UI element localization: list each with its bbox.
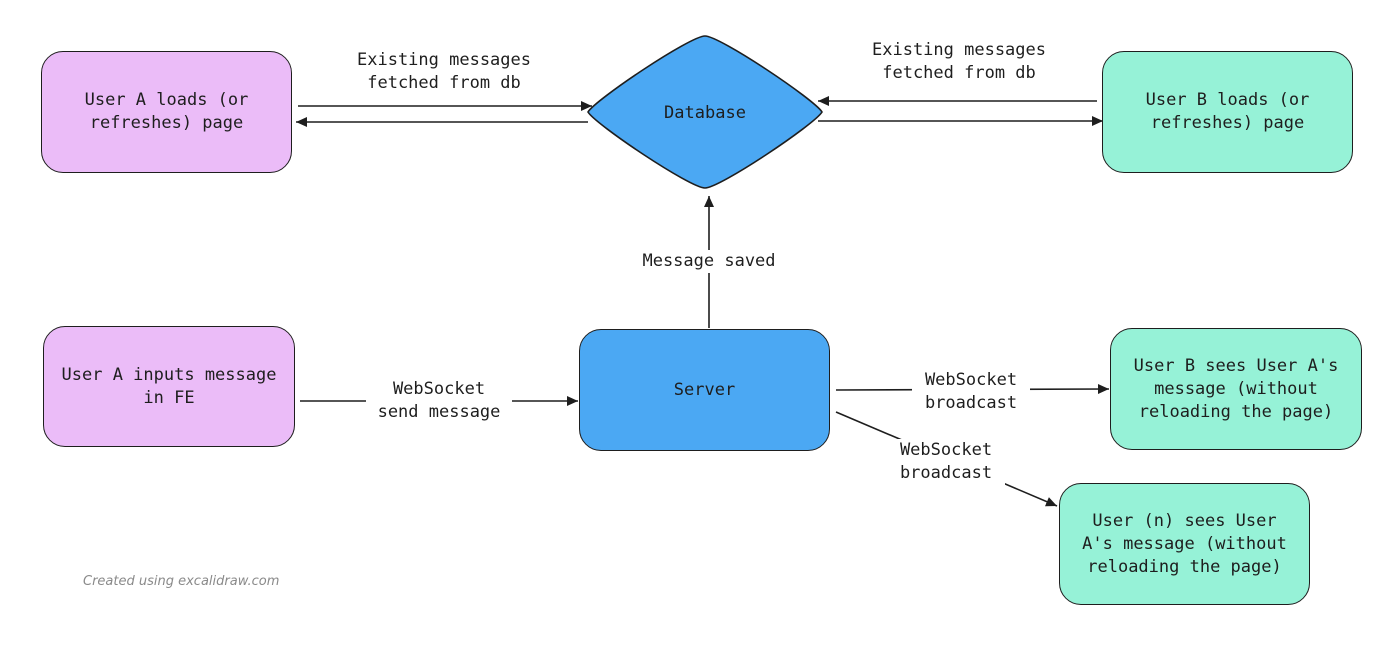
- user-b-sees-label: User B sees User A's message (without re…: [1133, 355, 1339, 422]
- database-node: [587, 35, 823, 189]
- excalidraw-credit: Created using excalidraw.com: [83, 574, 280, 589]
- user-b-loads-node: User B loads (or refreshes) page: [1102, 51, 1353, 173]
- server-label: Server: [673, 379, 736, 400]
- edge-label-broadcast-b: WebSocket broadcast: [912, 369, 1030, 415]
- user-a-loads-node: User A loads (or refreshes) page: [41, 51, 292, 173]
- database-label: Database: [664, 103, 746, 123]
- server-node: Server: [579, 329, 830, 451]
- user-n-sees-node: User (n) sees User A's message (without …: [1059, 483, 1310, 605]
- edge-label-send-message: WebSocket send message: [366, 378, 512, 424]
- user-a-inputs-node: User A inputs message in FE: [43, 326, 295, 447]
- edge-label-message-saved: Message saved: [628, 250, 790, 273]
- user-a-inputs-label: User A inputs message in FE: [61, 364, 277, 408]
- edge-label-fetched-left: Existing messages fetched from db: [338, 49, 550, 95]
- user-b-sees-node: User B sees User A's message (without re…: [1110, 328, 1362, 450]
- edge-label-fetched-right: Existing messages fetched from db: [853, 39, 1065, 85]
- user-n-sees-label: User (n) sees User A's message (without …: [1082, 510, 1287, 577]
- edge-label-broadcast-n: WebSocket broadcast: [887, 439, 1005, 485]
- user-a-loads-label: User A loads (or refreshes) page: [84, 90, 249, 133]
- user-b-loads-label: User B loads (or refreshes) page: [1145, 90, 1310, 133]
